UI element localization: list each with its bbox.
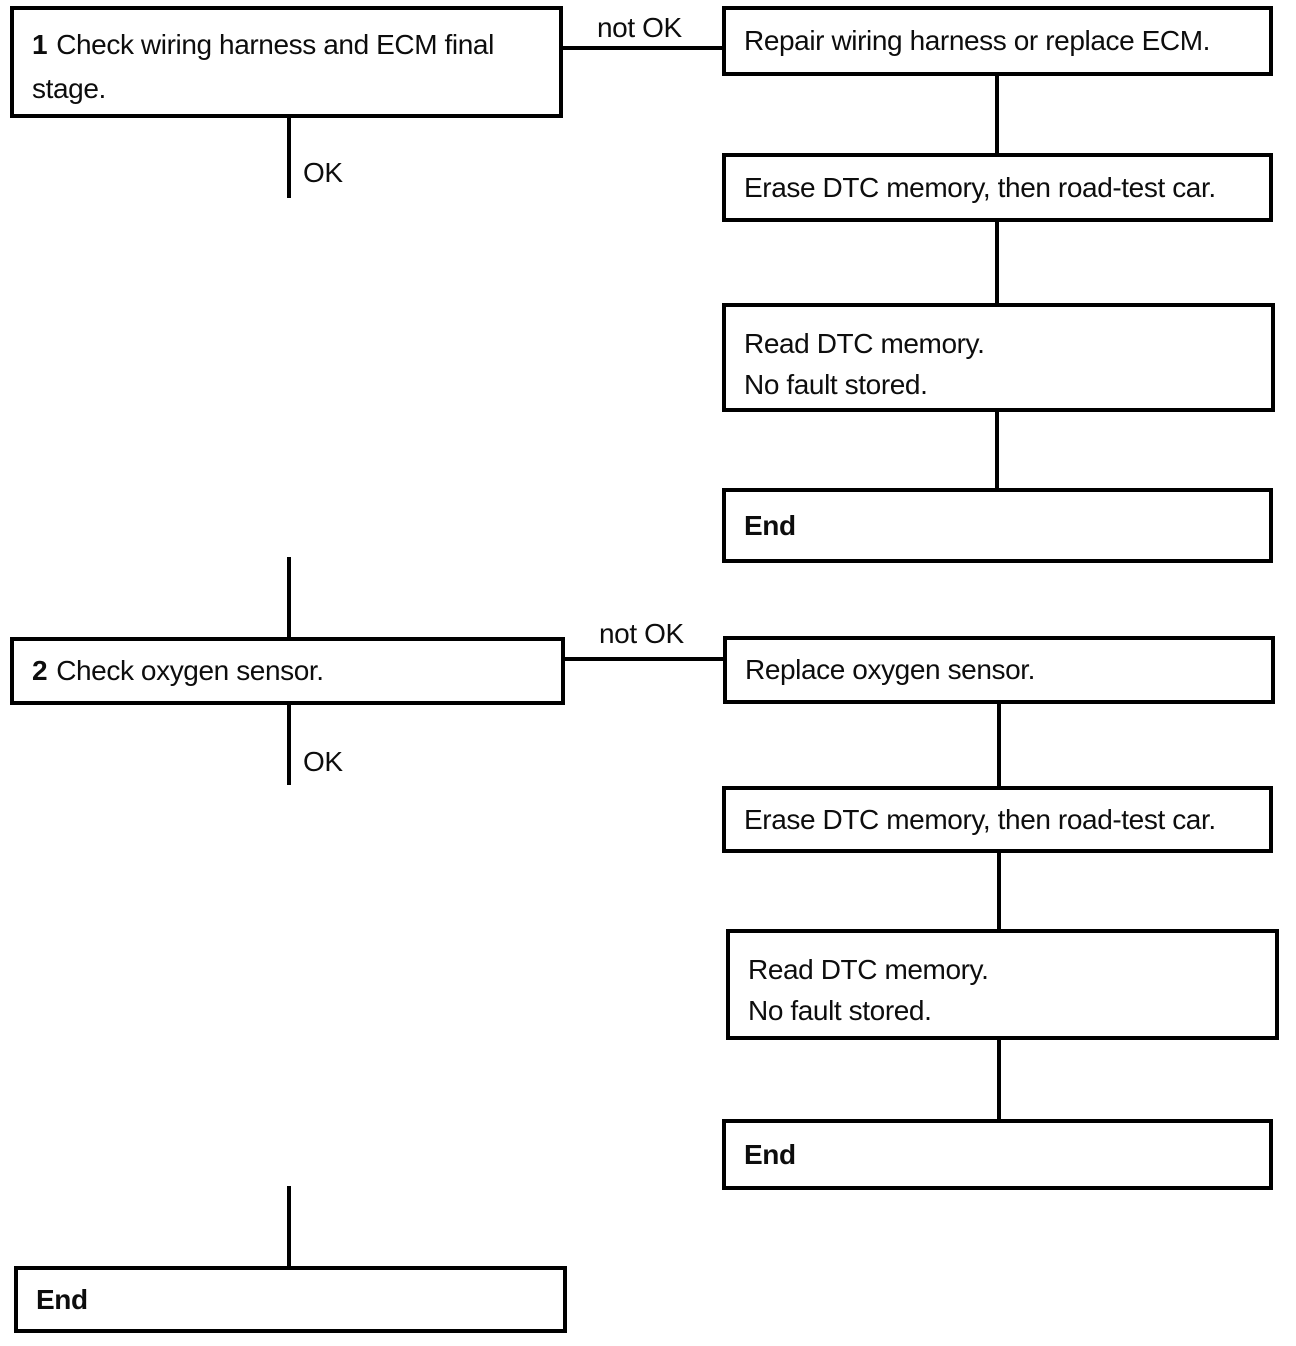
erase1-text: Erase DTC memory, then road-test car. xyxy=(744,171,1216,203)
step1-text: Check wiring harness and ECM final stage… xyxy=(32,29,494,104)
edge-step1-ok-upper xyxy=(287,118,291,198)
node-end-3: End xyxy=(14,1266,567,1333)
end3-text: End xyxy=(36,1283,88,1315)
edge-label-ok-1: OK xyxy=(303,157,343,188)
replace-text: Replace oxygen sensor. xyxy=(745,654,1036,685)
read2-line2: No fault stored. xyxy=(748,995,932,1026)
end2-text: End xyxy=(744,1138,796,1170)
edge-replace-to-erase2 xyxy=(997,703,1001,787)
repair-text: Repair wiring harness or replace ECM. xyxy=(744,25,1211,56)
edge-label-not-ok-2: not OK xyxy=(599,618,684,649)
read1-line1: Read DTC memory. xyxy=(744,328,985,359)
edge-erase1-to-read1 xyxy=(995,221,999,304)
node-end-1: End xyxy=(722,488,1273,563)
edge-read1-to-end1 xyxy=(995,411,999,489)
edge-step1-ok-lower xyxy=(287,557,291,637)
read1-line2: No fault stored. xyxy=(744,369,928,400)
edge-step2-ok-upper xyxy=(287,704,291,785)
edge-erase2-to-read2 xyxy=(997,852,1001,930)
node-end-2: End xyxy=(722,1119,1273,1190)
end1-text: End xyxy=(744,509,796,541)
read2-line1: Read DTC memory. xyxy=(748,954,989,985)
edge-step2-not-ok xyxy=(565,657,723,661)
node-repair-wiring-harness: Repair wiring harness or replace ECM. xyxy=(722,6,1273,76)
edge-read2-to-end2 xyxy=(997,1039,1001,1120)
edge-label-ok-2: OK xyxy=(303,746,343,777)
node-erase-dtc-memory-1: Erase DTC memory, then road-test car. xyxy=(722,153,1273,222)
step2-text: Check oxygen sensor. xyxy=(56,655,324,686)
step1-number: 1 xyxy=(32,29,48,60)
node-read-dtc-memory-1: Read DTC memory. No fault stored. xyxy=(722,303,1275,412)
edge-label-not-ok-1: not OK xyxy=(597,12,682,43)
node-erase-dtc-memory-2: Erase DTC memory, then road-test car. xyxy=(722,786,1273,853)
node-read-dtc-memory-2: Read DTC memory. No fault stored. xyxy=(726,929,1279,1040)
node-replace-oxygen-sensor: Replace oxygen sensor. xyxy=(723,636,1275,704)
edge-step1-not-ok xyxy=(563,46,722,50)
edge-step2-ok-lower xyxy=(287,1186,291,1266)
node-step2-check-oxygen-sensor: 2 Check oxygen sensor. xyxy=(10,637,565,705)
step2-number: 2 xyxy=(32,655,48,686)
erase2-text: Erase DTC memory, then road-test car. xyxy=(744,803,1216,835)
edge-repair-to-erase1 xyxy=(995,75,999,154)
